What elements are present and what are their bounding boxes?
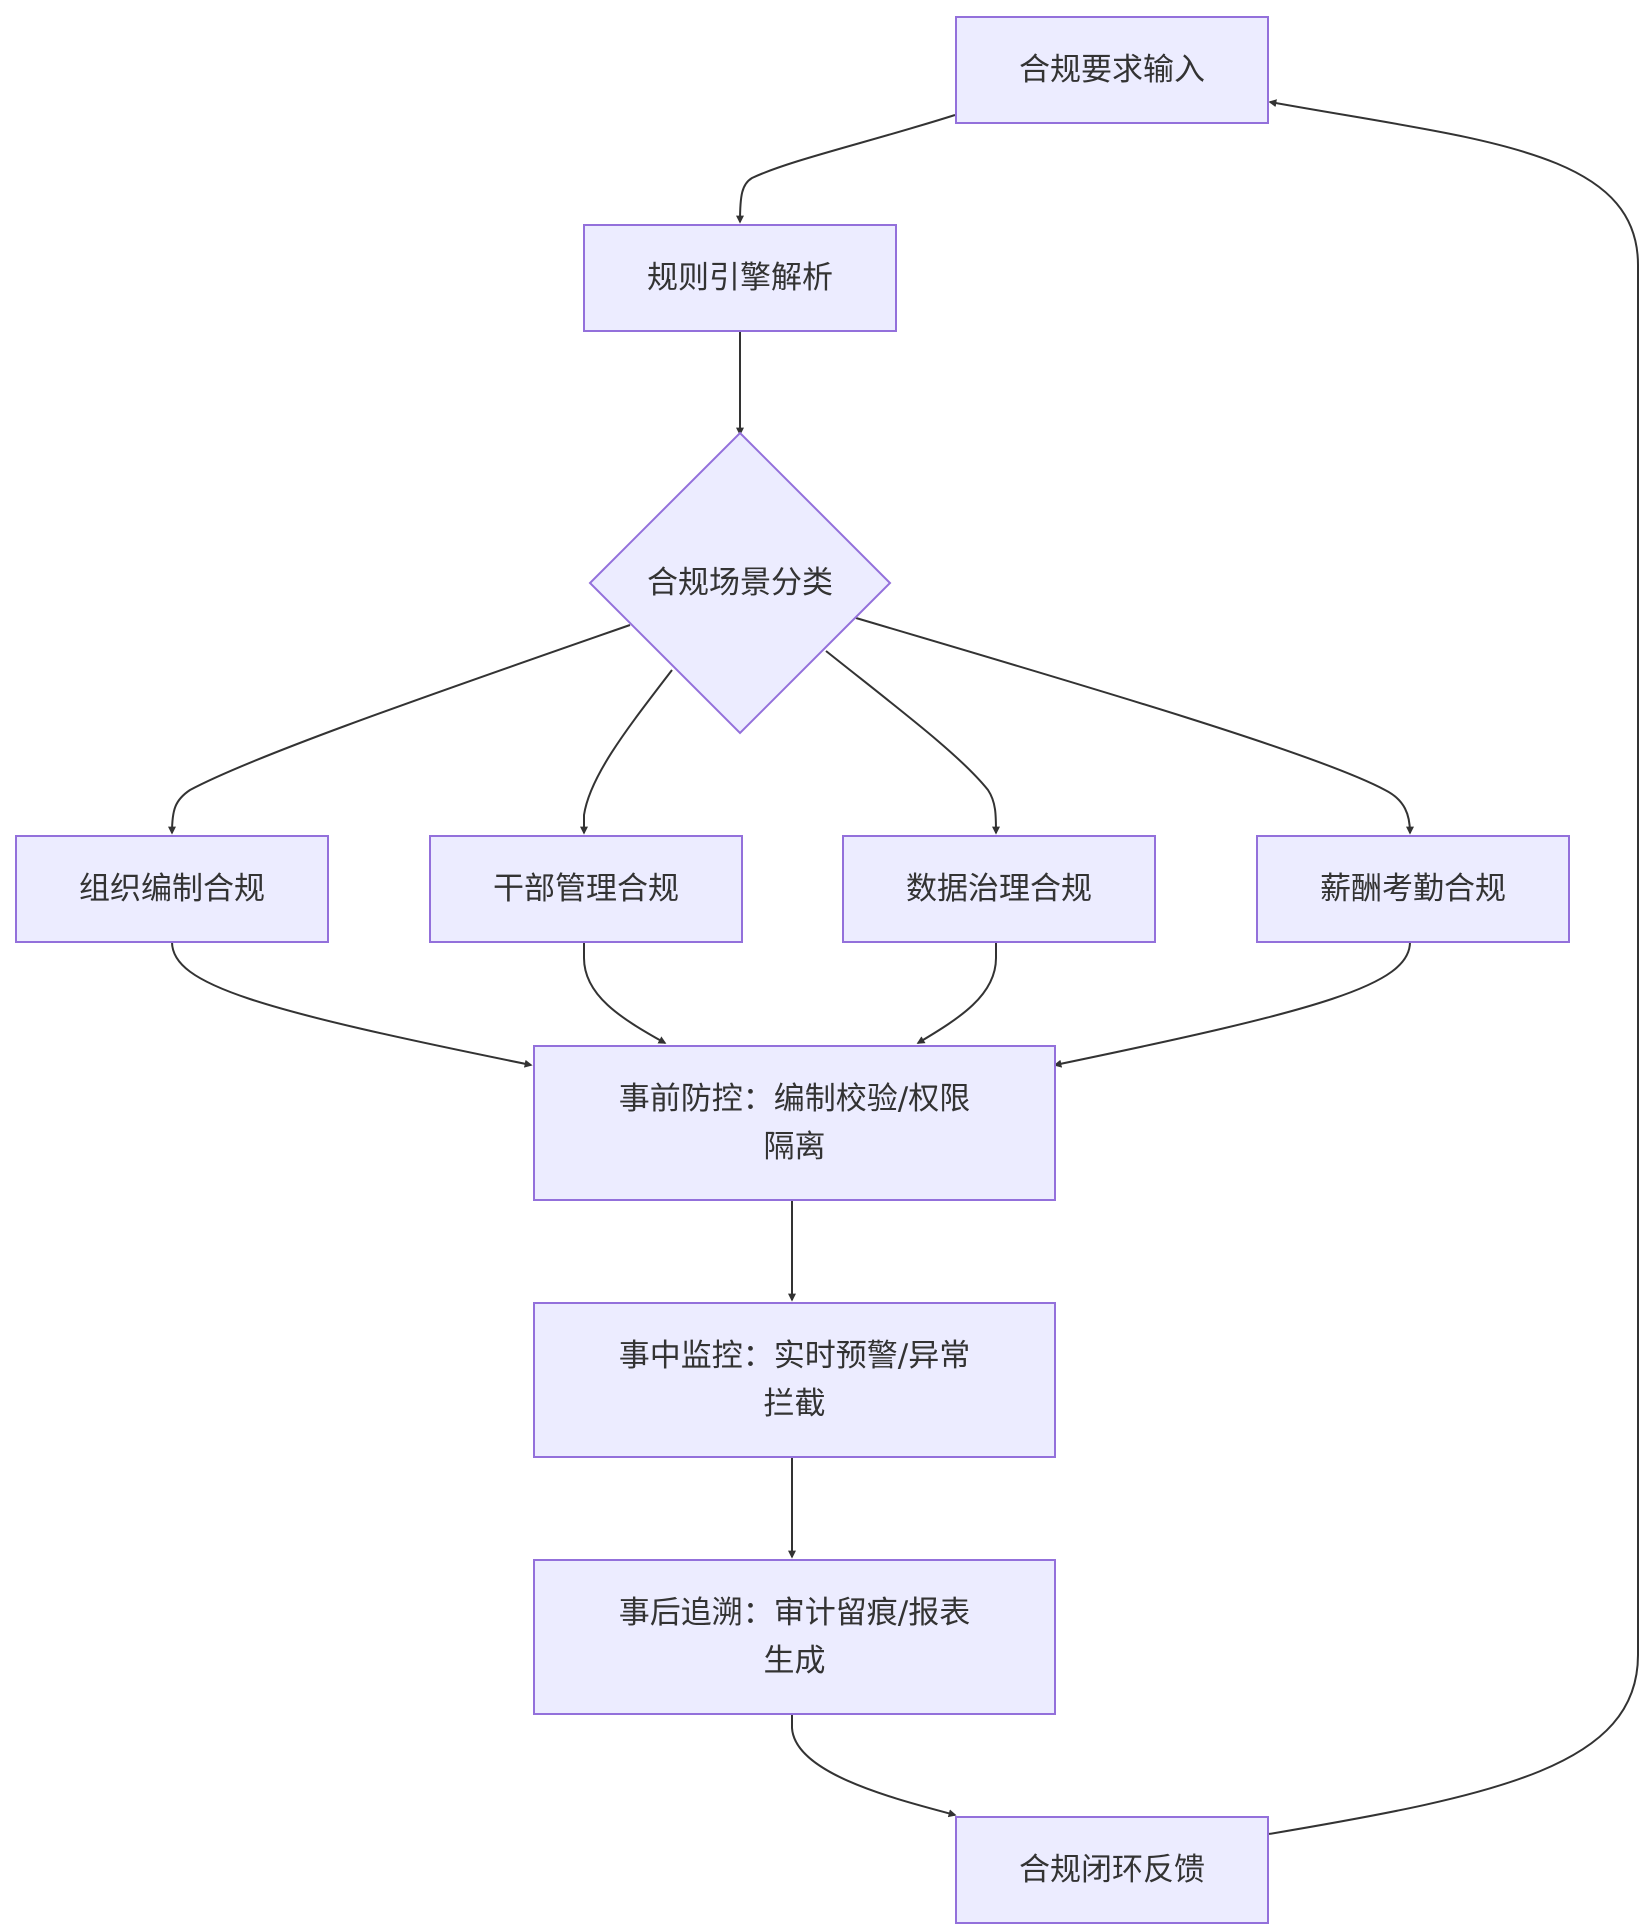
node-post-tracing[interactable]: 事后追溯：审计留痕/报表 生成 bbox=[533, 1559, 1056, 1715]
node-post-tracing-line-2: 生成 bbox=[763, 1643, 826, 1679]
node-rule-engine[interactable]: 规则引擎解析 bbox=[583, 224, 897, 332]
node-salary-compliance[interactable]: 薪酬考勤合规 bbox=[1256, 835, 1570, 943]
edge-classify-to-data bbox=[825, 650, 1000, 835]
node-rule-engine-label: 规则引擎解析 bbox=[647, 260, 833, 296]
node-closed-loop-feedback-label: 合规闭环反馈 bbox=[1019, 1852, 1205, 1888]
edge-classify-to-salary bbox=[855, 617, 1414, 835]
classify-diamond-shape bbox=[588, 431, 892, 735]
edge-cadre-to-pre bbox=[583, 942, 667, 1044]
edge-data-to-pre bbox=[916, 942, 997, 1044]
node-pre-prevention-text: 事前防控：编制校验/权限 隔离 bbox=[619, 1075, 970, 1171]
node-cadre-compliance-label: 干部管理合规 bbox=[493, 871, 679, 907]
node-mid-monitoring-line-1: 事中监控：实时预警/异常 bbox=[618, 1338, 971, 1374]
edge-salary-to-pre bbox=[1053, 941, 1411, 1068]
edge-classify-to-cadre bbox=[580, 669, 673, 835]
node-compliance-input[interactable]: 合规要求输入 bbox=[955, 16, 1269, 124]
node-salary-compliance-label: 薪酬考勤合规 bbox=[1320, 871, 1506, 907]
node-mid-monitoring[interactable]: 事中监控：实时预警/异常 拦截 bbox=[533, 1302, 1056, 1458]
node-compliance-input-label: 合规要求输入 bbox=[1019, 52, 1205, 88]
node-pre-prevention-line-2: 隔离 bbox=[763, 1129, 826, 1165]
node-mid-monitoring-text: 事中监控：实时预警/异常 拦截 bbox=[619, 1332, 970, 1428]
node-data-compliance-label: 数据治理合规 bbox=[906, 871, 1092, 907]
edge-org-to-pre bbox=[171, 941, 533, 1068]
node-closed-loop-feedback[interactable]: 合规闭环反馈 bbox=[955, 1816, 1269, 1924]
node-mid-monitoring-line-2: 拦截 bbox=[763, 1386, 826, 1422]
node-post-tracing-text: 事后追溯：审计留痕/报表 生成 bbox=[619, 1589, 970, 1685]
node-scene-classify-label: 合规场景分类 bbox=[647, 565, 833, 601]
node-scene-classify[interactable]: 合规场景分类 bbox=[600, 553, 880, 613]
edge-feedback-to-input bbox=[1268, 99, 1639, 1835]
node-pre-prevention[interactable]: 事前防控：编制校验/权限 隔离 bbox=[533, 1045, 1056, 1201]
node-org-compliance[interactable]: 组织编制合规 bbox=[15, 835, 329, 943]
edge-post-to-feedback bbox=[791, 1714, 957, 1818]
node-post-tracing-line-1: 事后追溯：审计留痕/报表 bbox=[618, 1595, 971, 1631]
node-pre-prevention-line-1: 事前防控：编制校验/权限 bbox=[618, 1081, 971, 1117]
node-data-compliance[interactable]: 数据治理合规 bbox=[842, 835, 1156, 943]
edge-classify-to-org bbox=[168, 624, 631, 835]
edge-input-to-engine bbox=[736, 114, 956, 224]
node-org-compliance-label: 组织编制合规 bbox=[79, 871, 265, 907]
node-cadre-compliance[interactable]: 干部管理合规 bbox=[429, 835, 743, 943]
